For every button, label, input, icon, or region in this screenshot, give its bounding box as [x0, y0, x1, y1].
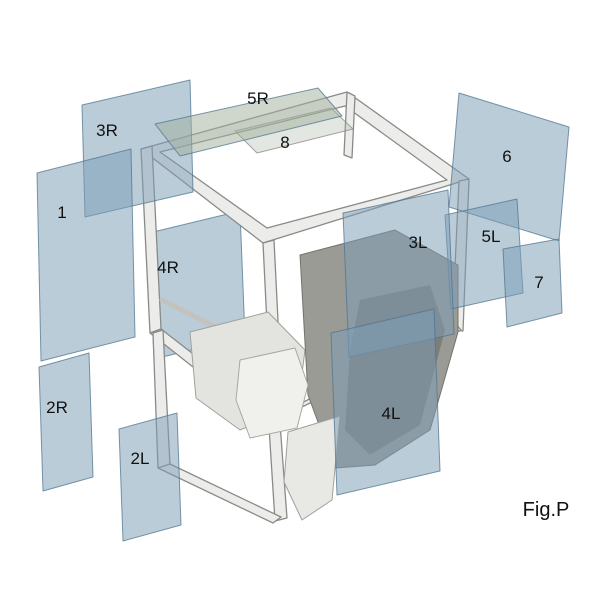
part-labels: 1 2R 2L 3R 3L 4R 4L 5R 5L 6 7 8 Fig.P: [46, 89, 569, 521]
label-4L: 4L: [382, 404, 401, 423]
glass-panel-7: [502, 238, 563, 328]
glass-panel-2R: [38, 352, 94, 492]
label-5L: 5L: [482, 227, 501, 246]
label-1: 1: [57, 203, 66, 222]
label-2L: 2L: [131, 449, 150, 468]
label-2R: 2R: [46, 398, 68, 417]
label-4R: 4R: [157, 258, 179, 277]
label-5R: 5R: [247, 89, 269, 108]
label-3R: 3R: [96, 121, 118, 140]
label-8: 8: [280, 133, 289, 152]
front-console: [235, 347, 309, 439]
glass-panel-4L: [330, 308, 441, 496]
glass-panel-1: [36, 148, 136, 362]
figure-caption: Fig.P: [523, 499, 570, 521]
glass-panels-front: [36, 79, 570, 542]
label-3L: 3L: [409, 233, 428, 252]
glass-panel-2L: [118, 412, 182, 542]
label-6: 6: [502, 147, 511, 166]
label-7: 7: [534, 273, 543, 292]
lower-step: [283, 415, 341, 521]
glass-panel-5R: [154, 87, 343, 157]
